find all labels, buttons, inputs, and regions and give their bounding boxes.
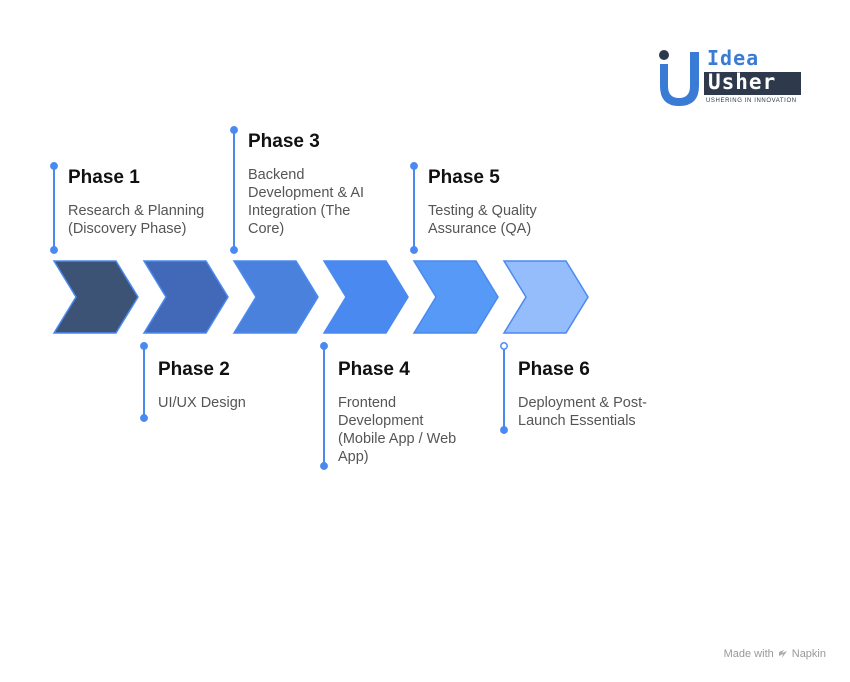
phase-1-connector-dot bbox=[50, 162, 58, 170]
phase-2-chevron bbox=[142, 260, 229, 334]
phase-5-chevron bbox=[412, 260, 499, 334]
phase-4-description: Frontend Development (Mobile App / Web A… bbox=[338, 395, 457, 465]
phase-2-connector-dot bbox=[140, 414, 148, 422]
made-with-text: Made with bbox=[723, 648, 774, 660]
phase-4-title: Phase 4 bbox=[338, 359, 410, 380]
phase-1-connector-dot bbox=[50, 246, 58, 254]
phase-5-connector-dot bbox=[410, 162, 418, 170]
logo-usher-text: Usher bbox=[708, 70, 777, 94]
phase-3-description: Backend Development & AI Integration (Th… bbox=[248, 167, 365, 237]
phase-6-connector-dot bbox=[500, 342, 508, 350]
phase-6-description: Deployment & Post-Launch Essentials bbox=[518, 395, 647, 429]
logo-tagline: USHERING IN INNOVATION bbox=[706, 98, 797, 104]
idea-usher-logo: Idea Usher USHERING IN INNOVATION bbox=[655, 46, 805, 110]
napkin-brand-text: Napkin bbox=[791, 648, 826, 660]
phase-3-connector-dot bbox=[230, 126, 238, 134]
phase-1-title: Phase 1 bbox=[68, 167, 140, 188]
phase-1-description: Research & Planning (Discovery Phase) bbox=[68, 203, 205, 237]
phase-4-connector-dot bbox=[320, 342, 328, 350]
phase-2-title: Phase 2 bbox=[158, 359, 230, 380]
phase-5-title: Phase 5 bbox=[428, 167, 500, 188]
phase-6-chevron bbox=[502, 260, 589, 334]
logo-idea-text: Idea bbox=[707, 46, 760, 70]
phase-2-description: UI/UX Design bbox=[158, 395, 246, 411]
phase-6-title: Phase 6 bbox=[518, 359, 590, 380]
phase-3-chevron bbox=[232, 260, 319, 334]
made-with-napkin: Made with Napkin bbox=[724, 648, 826, 660]
phase-3-connector-dot bbox=[230, 246, 238, 254]
phase-1-chevron bbox=[52, 260, 139, 334]
phase-5-description: Testing & Quality Assurance (QA) bbox=[428, 203, 537, 237]
phase-5-connector-dot bbox=[410, 246, 418, 254]
phase-3-title: Phase 3 bbox=[248, 131, 320, 152]
phase-4-chevron bbox=[322, 260, 409, 334]
logo-usher-background bbox=[704, 72, 801, 95]
phase-6-connector-dot bbox=[500, 426, 508, 434]
phase-2-connector-dot bbox=[140, 342, 148, 350]
phase-4-connector-dot bbox=[320, 462, 328, 470]
napkin-icon bbox=[778, 650, 787, 658]
logo-u-icon bbox=[659, 50, 699, 106]
